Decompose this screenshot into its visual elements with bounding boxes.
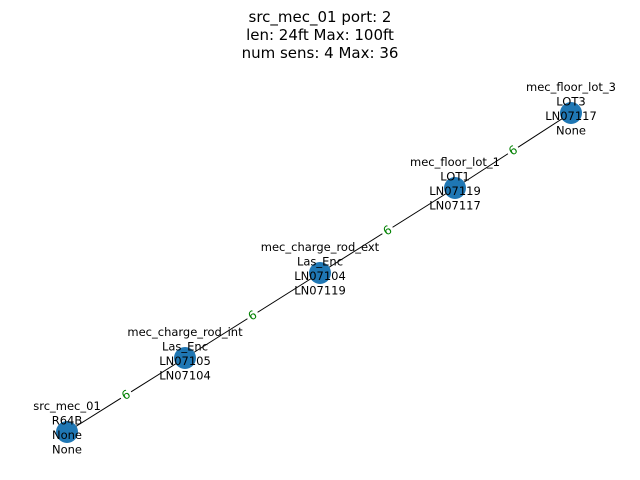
node-name-label: src_mec_01 <box>33 399 101 413</box>
title-line: src_mec_01 port: 2 <box>249 8 392 27</box>
node-detail-label: LOT3 <box>556 95 585 109</box>
node-detail-label: LN07104 <box>159 369 211 383</box>
node-detail-label: LN07117 <box>429 199 481 213</box>
node-detail-label: LOT1 <box>440 170 469 184</box>
node-detail-label: Las_Enc <box>297 255 343 269</box>
edge-label-background <box>504 141 522 160</box>
node-detail-label: None <box>52 443 82 457</box>
nodes-layer <box>56 102 582 443</box>
node-detail-label: LN07105 <box>159 354 211 368</box>
node-name-label: mec_charge_rod_int <box>127 325 243 339</box>
diagram-title: src_mec_01 port: 2 len: 24ft Max: 100ft … <box>242 8 399 62</box>
node-circle <box>56 421 78 443</box>
node-detail-label: LN07119 <box>294 284 346 298</box>
node-circle <box>309 262 331 284</box>
edge-label-background <box>117 385 135 405</box>
node-detail-label: R64B <box>52 414 83 428</box>
title-line: num sens: 4 Max: 36 <box>242 44 399 62</box>
edge-label-background <box>378 221 397 240</box>
node-name-label: mec_floor_lot_1 <box>410 155 500 169</box>
node-circle <box>174 347 196 369</box>
node-circle <box>444 177 466 199</box>
node-labels-layer: src_mec_01R64BNoneNonemec_charge_rod_int… <box>33 80 616 457</box>
node-detail-label: LN07117 <box>545 109 597 123</box>
edge-label-background <box>243 306 262 325</box>
node-detail-label: None <box>52 428 82 442</box>
node-detail-label: LN07104 <box>294 269 346 283</box>
node-detail-label: Las_Enc <box>162 340 208 354</box>
title-line: len: 24ft Max: 100ft <box>246 26 394 44</box>
node-detail-label: None <box>556 124 586 138</box>
node-circle <box>560 102 582 124</box>
node-name-label: mec_charge_rod_ext <box>261 240 380 254</box>
node-detail-label: LN07119 <box>429 184 481 198</box>
node-name-label: mec_floor_lot_3 <box>526 80 616 94</box>
